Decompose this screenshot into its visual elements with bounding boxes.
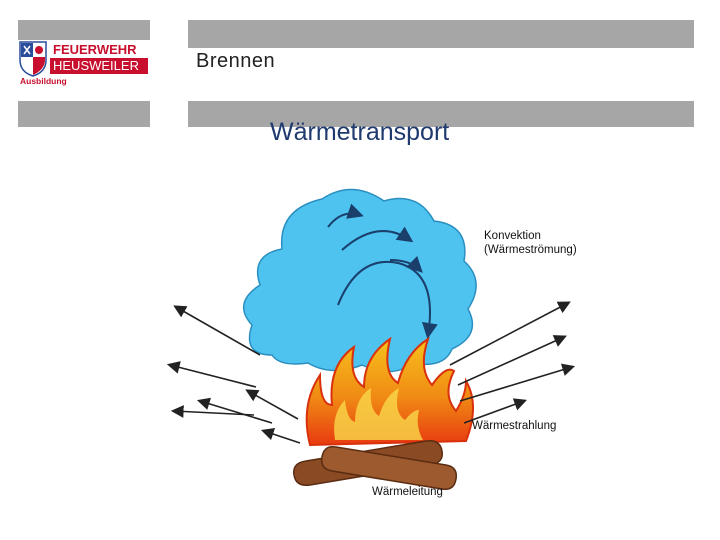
heat-transfer-diagram: Konvektion (Wärmeströmung) Wärmestrahlun… xyxy=(160,165,600,505)
convection-label-line2: (Wärmeströmung) xyxy=(484,244,577,256)
convection-label: Konvektion (Wärmeströmung) xyxy=(484,229,577,257)
convection-cloud xyxy=(243,188,477,373)
logo-line-1: FEUERWEHR xyxy=(53,42,137,57)
convection-label-line1: Konvektion xyxy=(484,230,541,242)
conduction-label: Wärmeleitung xyxy=(372,486,443,498)
header-bar-right-top xyxy=(188,20,694,48)
header-bar-left-top xyxy=(18,20,150,40)
fire-department-logo: FEUERWEHR HEUSWEILER Ausbildung xyxy=(18,40,150,86)
logo-line-3: Ausbildung xyxy=(20,76,67,86)
burning-logs xyxy=(293,439,458,491)
header-bar-left-bottom xyxy=(18,101,150,127)
section-title: Brennen xyxy=(196,50,276,72)
logo-line-2: HEUSWEILER xyxy=(53,58,139,73)
radiation-label: Wärmestrahlung xyxy=(472,420,557,432)
radiation-arrows xyxy=(166,301,576,444)
header-bar-right-bottom xyxy=(188,101,694,127)
fire-flames xyxy=(305,336,474,447)
slide-title: Wärmetransport xyxy=(270,118,450,146)
